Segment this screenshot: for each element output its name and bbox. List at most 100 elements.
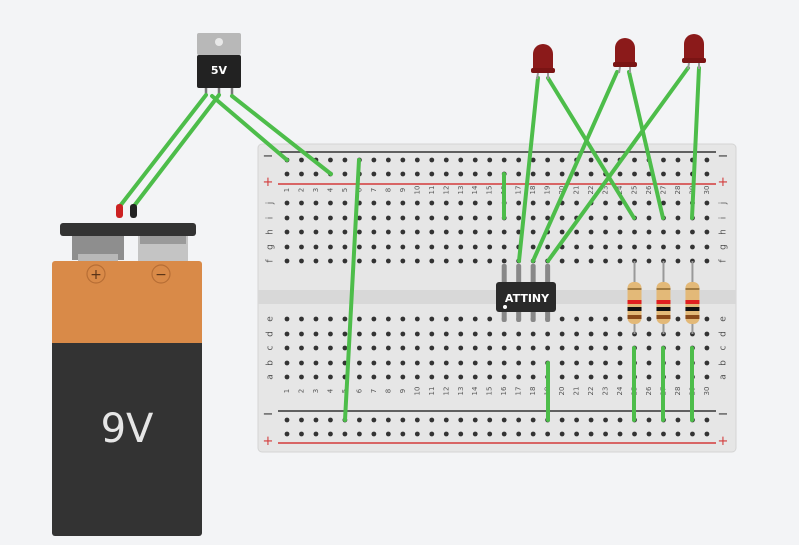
rail-hole[interactable] (704, 417, 710, 423)
hole[interactable] (371, 345, 377, 351)
rail-hole[interactable] (501, 417, 507, 423)
hole[interactable] (313, 244, 319, 250)
hole[interactable] (284, 258, 290, 264)
rail-hole[interactable] (342, 431, 348, 437)
hole[interactable] (414, 200, 420, 206)
hole[interactable] (458, 258, 464, 264)
hole[interactable] (443, 331, 449, 337)
hole[interactable] (704, 331, 710, 337)
hole[interactable] (313, 258, 319, 264)
hole[interactable] (429, 374, 435, 380)
rail-hole[interactable] (704, 157, 710, 163)
rail-hole[interactable] (588, 157, 594, 163)
hole[interactable] (574, 316, 579, 322)
hole[interactable] (530, 215, 536, 221)
hole[interactable] (704, 374, 710, 380)
rail-hole[interactable] (675, 431, 681, 437)
hole[interactable] (574, 244, 579, 250)
hole[interactable] (675, 316, 681, 322)
hole[interactable] (328, 244, 333, 250)
hole[interactable] (530, 345, 536, 351)
rail-hole[interactable] (385, 431, 391, 437)
hole[interactable] (414, 331, 420, 337)
rail-hole[interactable] (574, 431, 579, 437)
hole[interactable] (530, 360, 536, 366)
hole[interactable] (603, 215, 608, 221)
hole[interactable] (487, 244, 493, 250)
hole[interactable] (429, 331, 435, 337)
rail-hole[interactable] (299, 417, 304, 423)
rail-hole[interactable] (443, 431, 449, 437)
hole[interactable] (704, 215, 710, 221)
rail-hole[interactable] (342, 157, 348, 163)
hole[interactable] (617, 215, 623, 221)
rail-hole[interactable] (313, 417, 319, 423)
hole[interactable] (603, 200, 608, 206)
hole[interactable] (328, 374, 333, 380)
hole[interactable] (574, 331, 579, 337)
hole[interactable] (574, 200, 579, 206)
hole[interactable] (487, 360, 493, 366)
hole[interactable] (617, 345, 623, 351)
hole[interactable] (617, 360, 623, 366)
hole[interactable] (487, 345, 493, 351)
hole[interactable] (646, 200, 652, 206)
hole[interactable] (414, 215, 420, 221)
rail-hole[interactable] (646, 417, 652, 423)
hole[interactable] (559, 360, 565, 366)
rail-hole[interactable] (385, 171, 391, 177)
hole[interactable] (559, 258, 565, 264)
hole[interactable] (675, 244, 681, 250)
hole[interactable] (530, 200, 536, 206)
rail-hole[interactable] (357, 431, 362, 437)
hole[interactable] (632, 229, 637, 235)
hole[interactable] (342, 316, 348, 322)
rail-hole[interactable] (588, 171, 594, 177)
rail-hole[interactable] (704, 431, 710, 437)
hole[interactable] (617, 229, 623, 235)
led-2[interactable] (613, 38, 637, 74)
rail-hole[interactable] (661, 171, 666, 177)
hole[interactable] (357, 374, 362, 380)
hole[interactable] (501, 345, 507, 351)
rail-hole[interactable] (400, 157, 406, 163)
hole[interactable] (516, 360, 522, 366)
hole[interactable] (299, 258, 304, 264)
hole[interactable] (385, 244, 391, 250)
hole[interactable] (559, 331, 565, 337)
hole[interactable] (400, 316, 406, 322)
rail-hole[interactable] (617, 431, 623, 437)
rail-hole[interactable] (429, 417, 435, 423)
hole[interactable] (371, 374, 377, 380)
hole[interactable] (328, 215, 333, 221)
hole[interactable] (371, 244, 377, 250)
rail-hole[interactable] (328, 417, 333, 423)
hole[interactable] (617, 331, 623, 337)
hole[interactable] (299, 345, 304, 351)
hole[interactable] (400, 345, 406, 351)
hole[interactable] (443, 316, 449, 322)
hole[interactable] (545, 345, 551, 351)
hole[interactable] (690, 244, 695, 250)
hole[interactable] (429, 244, 435, 250)
rail-hole[interactable] (371, 157, 377, 163)
rail-hole[interactable] (617, 417, 623, 423)
rail-hole[interactable] (574, 417, 579, 423)
hole[interactable] (501, 229, 507, 235)
hole[interactable] (284, 215, 290, 221)
rail-hole[interactable] (487, 171, 493, 177)
hole[interactable] (385, 200, 391, 206)
hole[interactable] (342, 244, 348, 250)
hole[interactable] (328, 345, 333, 351)
rail-hole[interactable] (385, 417, 391, 423)
hole[interactable] (400, 258, 406, 264)
hole[interactable] (385, 229, 391, 235)
hole[interactable] (646, 331, 652, 337)
rail-hole[interactable] (530, 171, 536, 177)
hole[interactable] (588, 360, 594, 366)
hole[interactable] (472, 331, 478, 337)
rail-hole[interactable] (632, 171, 637, 177)
hole[interactable] (328, 331, 333, 337)
hole[interactable] (603, 244, 608, 250)
led-1[interactable] (531, 44, 555, 80)
